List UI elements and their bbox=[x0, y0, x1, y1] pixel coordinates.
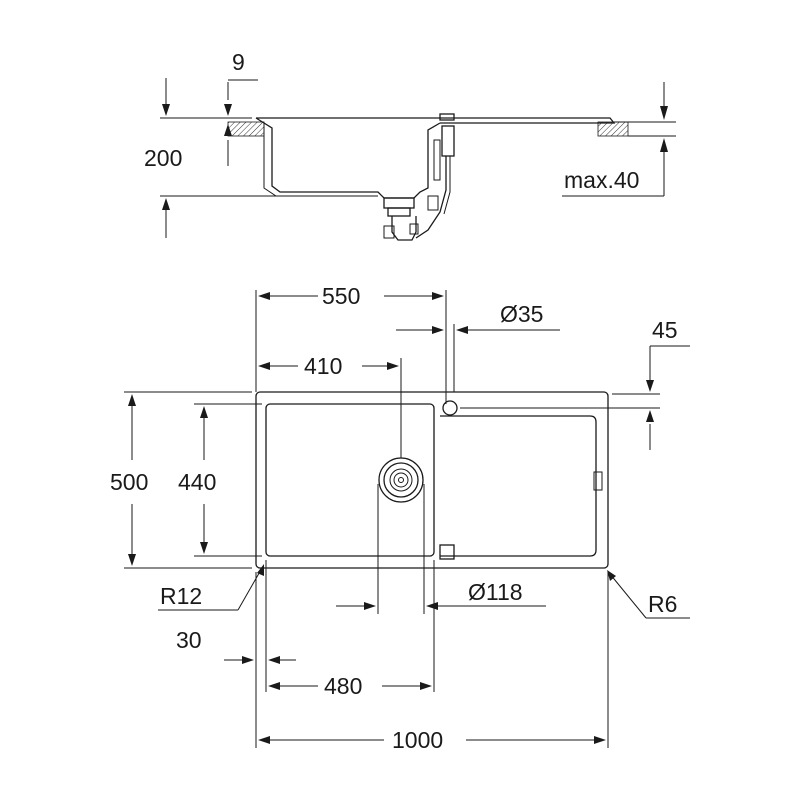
sink-bowl bbox=[265, 403, 435, 557]
dim-waste-center: 410 bbox=[304, 353, 342, 379]
dim-corner-radius-outer: R6 bbox=[648, 591, 677, 617]
drainer-area bbox=[440, 415, 597, 557]
side-view-section: 9 200 max.40 bbox=[144, 49, 676, 241]
dim-bowl-center: 550 bbox=[322, 283, 360, 309]
sink-section-profile bbox=[255, 117, 616, 199]
dim-tap-hole: Ø35 bbox=[500, 301, 543, 327]
dim-overall-width: 1000 bbox=[392, 727, 443, 753]
dim-bowl-depth: 440 bbox=[178, 469, 216, 495]
tap-hole bbox=[442, 400, 458, 416]
dim-tap-offset: 45 bbox=[652, 317, 678, 343]
dim-depth: 200 bbox=[144, 145, 182, 171]
tap-fitting bbox=[439, 113, 455, 121]
top-view-plan: 550 Ø35 45 410 500 bbox=[110, 283, 690, 753]
worktop-hatch-right bbox=[597, 121, 629, 137]
dim-rim-thickness: 9 bbox=[232, 49, 245, 75]
sink-outline bbox=[255, 391, 609, 569]
overflow-square bbox=[439, 544, 455, 560]
worktop-hatch-left bbox=[227, 121, 265, 137]
dim-corner-radius-bowl: R12 bbox=[160, 583, 202, 609]
dim-waste-diameter: Ø118 bbox=[468, 579, 523, 605]
dim-overall-depth: 500 bbox=[110, 469, 148, 495]
dim-bowl-width: 480 bbox=[324, 673, 362, 699]
dim-edge-offset: 30 bbox=[176, 627, 202, 653]
waste-fitting bbox=[383, 197, 415, 209]
waste-outlet bbox=[378, 457, 424, 503]
dim-worktop-max: max.40 bbox=[564, 167, 639, 193]
